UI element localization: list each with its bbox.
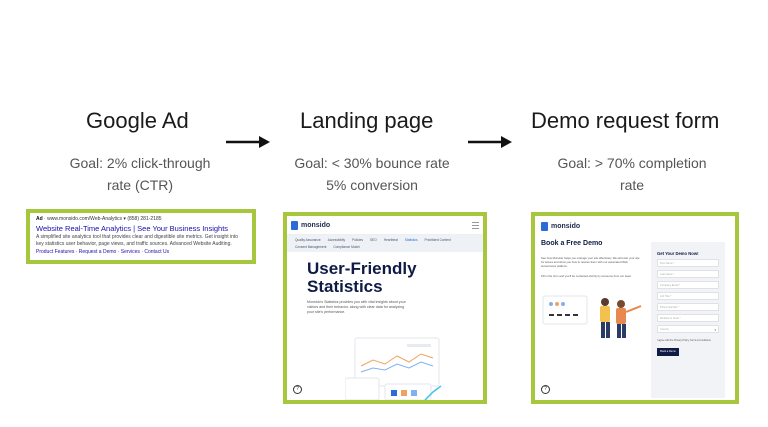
- menu-icon[interactable]: [472, 221, 479, 229]
- nav-item[interactable]: Compliance Model: [333, 245, 360, 249]
- stage-title-google-ad: Google Ad: [86, 108, 189, 133]
- chevron-down-icon: ▾: [714, 328, 716, 332]
- goal-line: rate: [619, 177, 645, 193]
- ad-label: Ad: [36, 216, 43, 222]
- demo-instructions: Fill in the form and you'll be contacted…: [541, 274, 632, 278]
- monsido-logo[interactable]: monsido: [291, 220, 331, 230]
- monsido-logo-icon: [541, 222, 548, 231]
- nav-item[interactable]: Heartbeat: [383, 238, 398, 242]
- monsido-logo-icon: [291, 220, 298, 230]
- demo-form-screenshot: monsido Book a Free Demo See how Monsido…: [531, 212, 739, 404]
- nav-item[interactable]: Policies: [352, 238, 364, 242]
- landing-nav: Quality Assurance Accessibility Policies…: [287, 235, 483, 252]
- ad-headline[interactable]: Website Real-Time Analytics | See Your B…: [36, 223, 229, 233]
- ad-description: A simplified site analytics tool that pr…: [36, 233, 239, 248]
- logo-text: monsido: [551, 223, 581, 230]
- team-illustration: [542, 295, 642, 338]
- country-select[interactable]: Country ▾: [657, 325, 719, 333]
- nav-item[interactable]: Accessibility: [327, 238, 346, 242]
- demo-form-panel: Get Your Demo Now! First Name * Last Nam…: [651, 242, 725, 398]
- arrow-right-icon: [468, 136, 512, 148]
- goal-landing-page: Goal: < 30% bounce rate 5% conversion: [288, 152, 456, 196]
- help-icon[interactable]: ?: [541, 385, 550, 394]
- statistics-illustration: [345, 337, 442, 400]
- landing-hero-title: User-Friendly Statistics: [287, 252, 483, 296]
- job-title-field[interactable]: Job Title *: [657, 292, 719, 300]
- nav-item[interactable]: Prioritized Content: [424, 238, 451, 242]
- last-name-field[interactable]: Last Name *: [657, 270, 719, 278]
- hero-line: Statistics: [307, 277, 383, 296]
- landing-page-screenshot: monsido Quality Assurance Accessibility …: [283, 212, 487, 404]
- nav-item[interactable]: SEO: [370, 238, 377, 242]
- website-field[interactable]: Website to Scan *: [657, 314, 719, 322]
- landing-header: monsido: [287, 216, 483, 235]
- goal-line: Goal: 2% click-through: [69, 155, 211, 171]
- ad-url: · www.monsido.com/Web-Analytics ▾ (858) …: [42, 216, 162, 222]
- nav-item[interactable]: Consent Management: [295, 245, 327, 249]
- help-icon[interactable]: ?: [293, 385, 302, 394]
- goal-line: Goal: < 30% bounce rate: [294, 155, 450, 171]
- first-name-field[interactable]: First Name *: [657, 259, 719, 267]
- hero-line: User-Friendly: [307, 259, 417, 278]
- company-email-field[interactable]: Company Email *: [657, 281, 719, 289]
- stage-title-landing-page: Landing page: [300, 108, 434, 133]
- nav-item[interactable]: Quality Assurance: [295, 238, 321, 242]
- goal-google-ad: Goal: 2% click-through rate (CTR): [58, 152, 222, 196]
- demo-title: Book a Free Demo: [541, 240, 603, 247]
- demo-description: See how Monsido helps you manage your si…: [541, 256, 640, 268]
- consent-checkbox[interactable]: I agree with the Privacy Policy, Terms &…: [657, 339, 711, 342]
- book-demo-button[interactable]: Book a Demo: [657, 348, 679, 357]
- form-title: Get Your Demo Now!: [657, 251, 699, 256]
- phone-field[interactable]: Phone Number *: [657, 303, 719, 311]
- google-ad-screenshot: Ad · www.monsido.com/Web-Analytics ▾ (85…: [26, 209, 256, 264]
- goal-demo-form: Goal: > 70% completion rate: [548, 152, 716, 196]
- ad-meta: Ad · www.monsido.com/Web-Analytics ▾ (85…: [36, 216, 246, 224]
- logo-text: monsido: [301, 221, 331, 229]
- arrow-right-icon: [226, 136, 270, 148]
- nav-item-active[interactable]: Statistics: [404, 238, 418, 242]
- landing-hero-subtitle: Monsido's Statistics provides you with v…: [307, 300, 406, 314]
- goal-line: Goal: > 70% completion: [557, 155, 707, 171]
- goal-line: rate (CTR): [106, 177, 174, 193]
- country-label: Country: [660, 328, 670, 331]
- stage-title-demo-form: Demo request form: [531, 108, 720, 133]
- ad-sitelinks[interactable]: Product Features · Request a Demo · Serv…: [36, 248, 170, 255]
- goal-line: 5% conversion: [326, 177, 418, 193]
- monsido-logo[interactable]: monsido: [541, 222, 580, 231]
- demo-left-panel: monsido Book a Free Demo See how Monsido…: [535, 216, 651, 400]
